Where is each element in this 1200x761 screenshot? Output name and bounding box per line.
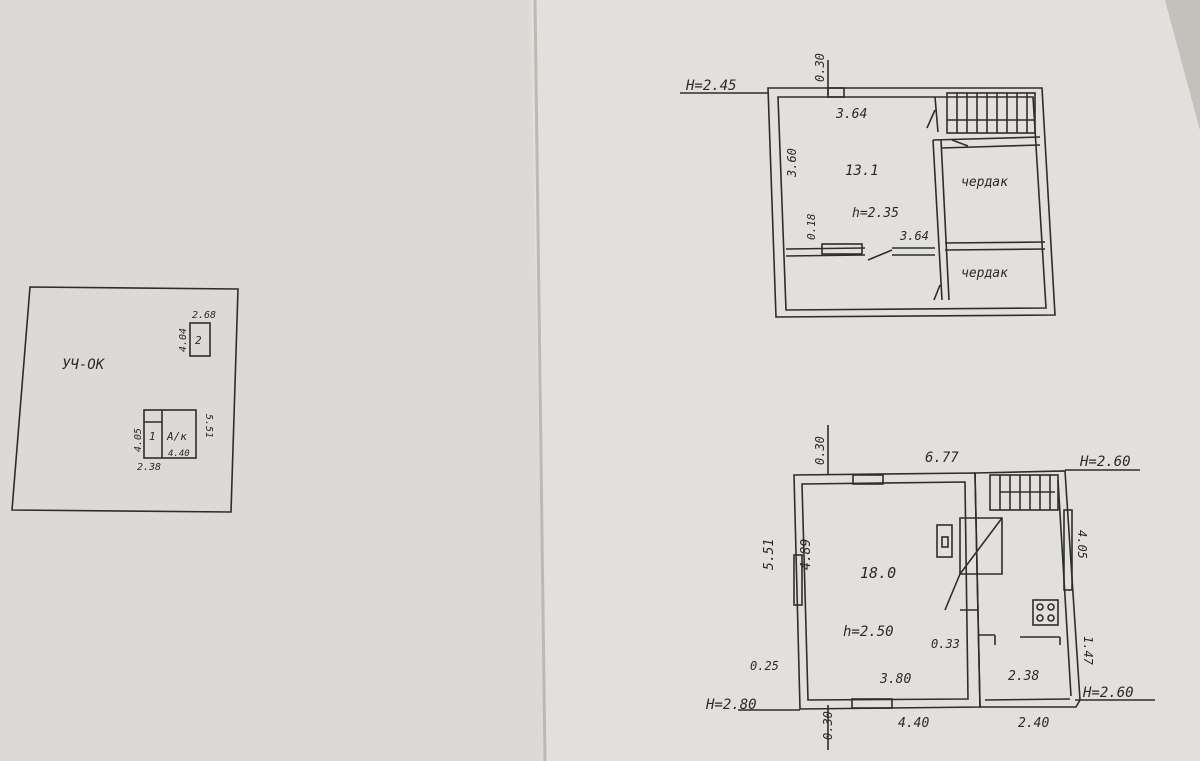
ground-level-right-bottom: H=2.60 <box>1082 685 1134 701</box>
attic-room-label-2: чердак <box>961 266 1008 281</box>
ground-wall-offset-left: 0.25 <box>750 659 779 673</box>
house-annex-label: А/к <box>166 430 187 443</box>
ground-small-depth: 1.47 <box>1081 636 1095 666</box>
attic-room-area: 13.1 <box>845 163 879 179</box>
ground-room-height: 4.89 <box>799 539 814 570</box>
ground-floor-plan <box>738 425 1155 750</box>
attic-offset-small: 0.18 <box>805 213 818 240</box>
house-outline <box>143 409 197 459</box>
attic-stair <box>946 92 1036 134</box>
ground-wall-offset-top: 0.30 <box>813 436 827 465</box>
site-boundary <box>11 286 239 513</box>
ground-stove <box>959 517 1003 575</box>
house-dim-inner: 4.40 <box>168 449 190 459</box>
house-dim-left: 4.05 <box>133 428 144 452</box>
ground-level-left: H=2.80 <box>705 697 757 713</box>
house-dim-right: 5.51 <box>203 414 214 438</box>
ground-cooker <box>1032 599 1059 626</box>
ground-inner-width: 3.80 <box>879 672 911 687</box>
attic-wall-offset: 0.30 <box>813 53 827 82</box>
ground-annex-outer <box>974 470 1081 708</box>
attic-width-lower: 3.64 <box>899 229 929 243</box>
shed-length-label: 4.04 <box>178 328 189 352</box>
attic-outer-wall <box>767 87 1056 318</box>
ground-partition: 0.33 <box>931 637 960 651</box>
site-label: УЧ-ОК <box>62 357 106 373</box>
ground-bottom-width: 4.40 <box>898 716 929 731</box>
ground-overall-width: 6.77 <box>925 450 959 466</box>
shed-width-label: 2.68 <box>192 310 216 321</box>
ground-annex-bottom: 2.40 <box>1018 716 1049 731</box>
ground-wall-offset-bottom: 0.30 <box>821 711 835 740</box>
attic-inner-wall <box>777 96 1047 311</box>
attic-floor-plan <box>680 60 1056 318</box>
shed-outline <box>189 322 211 357</box>
ground-right-height: 4.05 <box>1075 530 1089 559</box>
ground-main-inner <box>801 481 969 701</box>
ground-level-right-top: H=2.60 <box>1079 454 1131 470</box>
ground-stair <box>989 474 1059 511</box>
attic-ceiling-height: h=2.35 <box>852 206 899 221</box>
ground-room-area: 18.0 <box>860 564 896 582</box>
house-dim-bottom: 2.38 <box>137 462 161 473</box>
house-number: 1 <box>149 430 156 443</box>
attic-level-label: H=2.45 <box>685 78 737 94</box>
ground-ceiling-height: h=2.50 <box>843 624 894 640</box>
shed-number: 2 <box>195 334 202 347</box>
ground-annex-width: 2.38 <box>1008 669 1039 684</box>
ground-overall-height: 5.51 <box>762 539 777 570</box>
attic-height: 3.60 <box>785 148 799 178</box>
attic-room-label-1: чердак <box>961 175 1008 190</box>
attic-width: 3.64 <box>835 107 867 122</box>
site-plan <box>11 286 239 513</box>
